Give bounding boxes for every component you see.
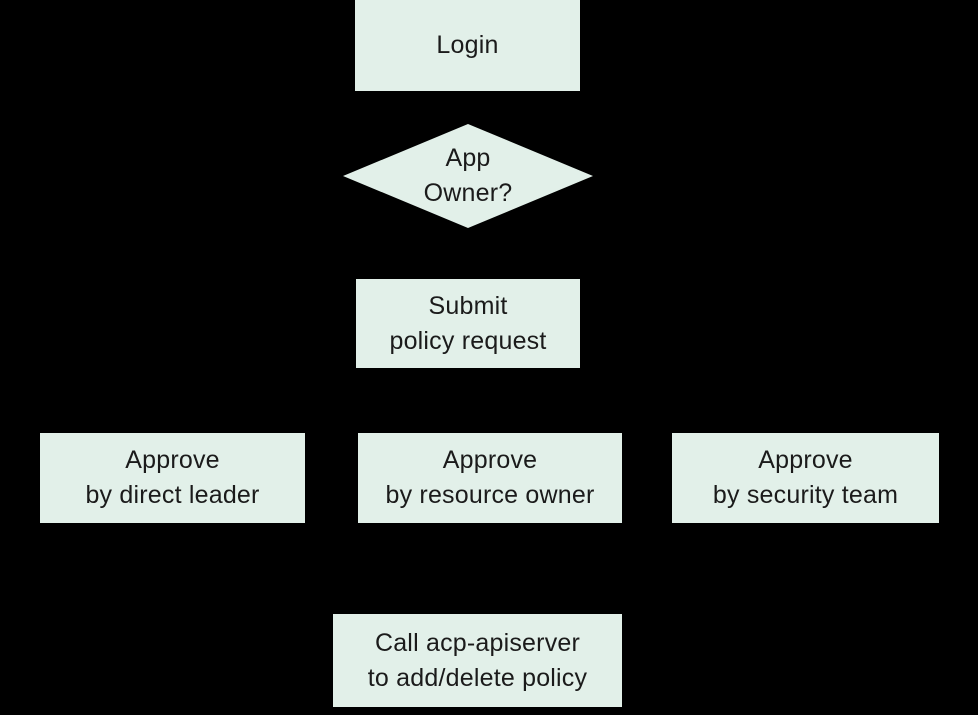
node-approve-resource-label-line2: by resource owner xyxy=(385,481,595,509)
node-submit-label-line1: Submit xyxy=(428,291,508,320)
node-approve-resource-owner: Approve by resource owner xyxy=(358,433,622,523)
node-approve-security-label-line1: Approve xyxy=(758,446,853,474)
node-approve-security-label-line2: by security team xyxy=(712,481,899,509)
node-approve-resource-label-line1: Approve xyxy=(442,446,538,474)
node-app-owner-label-line2: Owner? xyxy=(423,179,513,207)
node-callapi-label-line1: Call acp-apiserver xyxy=(374,628,581,657)
node-approve-security-team: Approve by security team xyxy=(672,433,939,523)
node-app-owner-label-line1: App xyxy=(445,144,491,172)
node-approve-direct-leader: Approve by direct leader xyxy=(40,433,305,523)
node-login-label: Login xyxy=(436,31,499,59)
node-app-owner-decision: App Owner? xyxy=(343,124,593,228)
node-approve-leader-label-line2: by direct leader xyxy=(85,481,260,509)
node-submit-policy-request: Submit policy request xyxy=(356,279,580,368)
node-callapi-label-line2: to add/delete policy xyxy=(367,663,588,692)
node-call-acp-apiserver: Call acp-apiserver to add/delete policy xyxy=(333,614,622,707)
node-submit-label-line2: policy request xyxy=(389,326,547,355)
node-approve-leader-label-line1: Approve xyxy=(125,446,220,474)
node-login: Login xyxy=(355,0,580,91)
